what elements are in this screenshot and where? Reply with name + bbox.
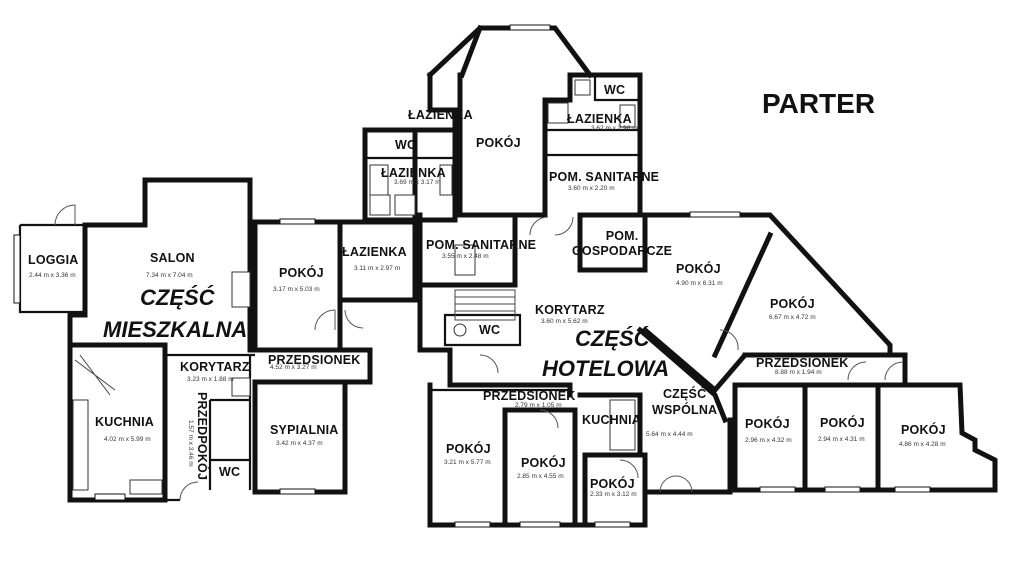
room-pom-sanitarne-1-dim: 3.60 m x 2.20 m [568,185,615,192]
room-pokoj-bay-label: POKÓJ [476,136,521,150]
room-pokoj-h6-dim: 2.96 m x 4.32 m [745,437,792,444]
zone-hotel-line1: CZĘŚĆ [575,326,650,351]
room-pom-sanitarne-2-dim: 3.55 m x 2.48 m [442,253,489,260]
room-lazienka-1-dim: 3.11 m x 2.97 m [354,265,401,272]
room-pom-gospodarcze-line1: POM. [605,229,639,243]
room-pokoj-h4-dim: 2.85 m x 4.55 m [517,473,564,480]
room-przedsionek-hotel-dim: 8.88 m x 1.94 m [775,369,822,376]
room-pokoj-h8-label: POKÓJ [901,423,946,437]
room-wc-right-label: WC [604,83,626,97]
room-pokoj-h2-label: POKÓJ [770,297,815,311]
room-czesc-wspolna-line2: WSPÓLNA [652,403,718,417]
room-pom-gospodarcze-line2: GOSPODARCZE [572,244,673,258]
room-wc-hotel-label: WC [479,323,501,337]
room-czesc-wspolna-dim: 5.64 m x 4.44 m [646,431,693,438]
room-pokoj-h1-label: POKÓJ [676,262,721,276]
room-pokoj-h4-label: POKÓJ [521,456,566,470]
room-wc-mieszk-label: WC [219,465,241,479]
room-korytarz-hotel-label: KORYTARZ [535,303,605,317]
room-pokoj-h2-dim: 6.67 m x 4.72 m [769,314,816,321]
room-pokoj-h1-dim: 4.90 m x 6.31 m [676,280,723,287]
room-pokoj-h3-label: POKÓJ [446,442,491,456]
room-lazienka-4-dim: 3.62 m x 2.96 m [591,125,638,132]
room-przedsionek-mieszk-label: PRZEDSIONEK [268,353,361,367]
room-kuchnia-wsp-label: KUCHNIA [582,413,642,427]
room-przedsionek-hotel-label: PRZEDSIONEK [756,356,849,370]
room-pokoj-h5-label: POKÓJ [590,477,635,491]
room-pokoj-h8-dim: 4.86 m x 4.28 m [899,441,946,448]
doors [54,204,904,501]
zone-hotel-line2: HOTELOWA [542,356,670,381]
room-przedsionek-wsp-dim: 2.79 m x 1.05 m [515,402,562,409]
room-lazienka-4-label: ŁAZIENKA [567,112,632,126]
room-korytarz-hotel-dim: 3.60 m x 5.62 m [541,318,588,325]
room-czesc-wspolna-line1: CZĘŚĆ [662,387,707,401]
room-pokoj-mieszk-dim: 3.17 m x 5.03 m [273,286,320,293]
windows [13,24,931,528]
room-kuchnia-mieszk-dim: 4.02 m x 5.99 m [104,436,151,443]
room-loggia-label: LOGGIA [28,253,79,267]
room-lazienka-2-dim: 3.69 m x 3.17 m [394,179,441,186]
plan-title: PARTER [762,88,876,119]
room-pokoj-h3-dim: 3.21 m x 5.77 m [444,459,491,466]
room-sypialnia-label: SYPIALNIA [270,423,339,437]
zone-residential-line1: CZĘŚĆ [140,285,215,310]
room-kuchnia-mieszk-label: KUCHNIA [95,415,155,429]
room-pokoj-h7-dim: 2.94 m x 4.31 m [818,436,865,443]
room-czesc-wspolna-label: CZĘŚĆ WSPÓLNA [652,386,717,418]
room-pom-sanitarne-2-label: POM. SANITARNE [426,238,537,252]
room-przedsionek-wsp-label: PRZEDSIONEK [483,389,576,403]
room-pom-sanitarne-1-label: POM. SANITARNE [549,170,660,184]
room-lazienka-1-label: ŁAZIENKA [342,245,407,259]
room-pokoj-h5-dim: 2.33 m x 3.12 m [590,491,637,498]
room-pokoj-mieszk-label: POKÓJ [279,266,324,280]
room-przedpokoj-label: PRZEDPOKÓJ [195,392,209,481]
zone-residential-line2: MIESZKALNA [103,317,248,342]
room-przedpokoj-dim: 1.57 m x 3.46 m [187,420,194,467]
room-sypialnia-dim: 3.42 m x 4.37 m [276,440,323,447]
room-pokoj-h7-label: POKÓJ [820,416,865,430]
room-loggia-dim: 2.44 m x 3.36 m [29,272,76,279]
room-przedsionek-mieszk-dim: 4.52 m x 3.27 m [270,364,317,371]
room-wc-top-label: WC [395,138,417,152]
room-salon-label: SALON [150,251,195,265]
room-pom-gospodarcze-label: POM. GOSPODARCZE [572,229,672,259]
room-lazienka-3-label: ŁAZIENKA [408,108,473,122]
room-salon-dim: 7.34 m x 7.04 m [146,272,193,279]
room-korytarz-mieszk-label: KORYTARZ [180,360,250,374]
room-lazienka-2-label: ŁAZIENKA [381,166,446,180]
room-korytarz-mieszk-dim: 3.23 m x 1.88 m [187,376,234,383]
fixtures [72,79,636,495]
room-pokoj-h6-label: POKÓJ [745,417,790,431]
